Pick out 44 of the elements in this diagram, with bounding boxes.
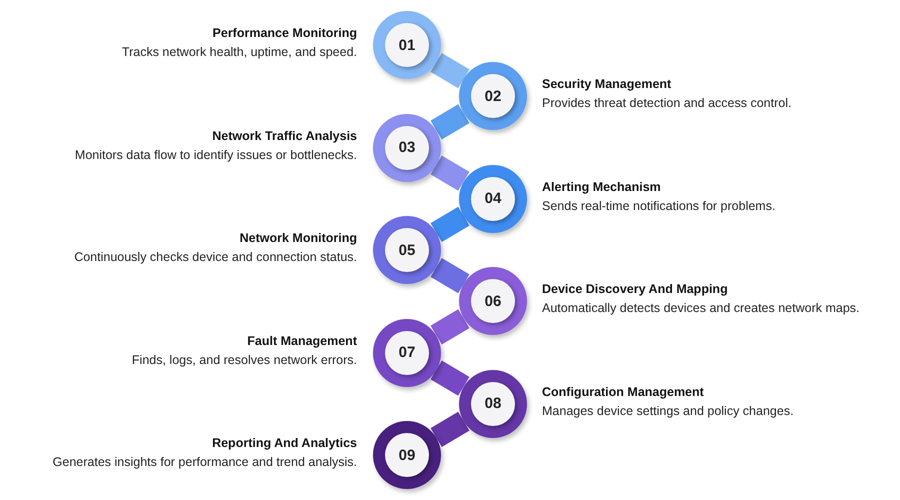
connector-band bbox=[430, 360, 470, 396]
step-title: Network Traffic Analysis bbox=[212, 128, 357, 142]
numbered-circle bbox=[373, 318, 441, 386]
step-description: Automatically detects devices and creates network maps. bbox=[542, 301, 860, 316]
connector-band bbox=[430, 206, 470, 242]
step-description: Continuously checks device and connection status. bbox=[74, 250, 357, 264]
step-description: Tracks network health, uptime, and speed. bbox=[122, 45, 357, 59]
numbered-circle bbox=[373, 421, 441, 489]
connector-band bbox=[430, 309, 470, 345]
step-description: Sends real-time notifications for problems. bbox=[542, 198, 776, 213]
step-title: Fault Management bbox=[247, 334, 357, 348]
numbered-circle bbox=[459, 164, 527, 233]
connector-band bbox=[430, 104, 470, 140]
step-description: Provides threat detection and access control. bbox=[542, 96, 792, 110]
connector-band bbox=[430, 258, 470, 294]
step-number: 06 bbox=[484, 292, 502, 310]
numbered-circle bbox=[373, 11, 441, 79]
step-number: 04 bbox=[484, 190, 502, 208]
step-number: 08 bbox=[484, 395, 502, 412]
connector-band bbox=[430, 412, 470, 448]
step-number: 01 bbox=[398, 36, 416, 54]
step-number: 03 bbox=[398, 139, 416, 156]
step-number: 05 bbox=[398, 242, 416, 258]
step-description: Monitors data flow to identify issues or bottlenecks. bbox=[74, 148, 357, 162]
step-description: Finds, logs, and resolves network errors. bbox=[132, 352, 357, 366]
numbered-circle bbox=[459, 370, 527, 438]
numbered-circle bbox=[459, 62, 527, 130]
step-description: Manages device settings and policy changes. bbox=[542, 404, 794, 418]
numbered-circle bbox=[459, 267, 527, 336]
numbered-circle bbox=[373, 114, 441, 182]
numbered-circle bbox=[373, 216, 441, 284]
connector-band bbox=[430, 52, 470, 88]
step-title: Alerting Mechanism bbox=[542, 180, 661, 194]
step-title: Performance Monitoring bbox=[212, 26, 357, 40]
step-number: 09 bbox=[398, 446, 416, 464]
step-title: Device Discovery And Mapping bbox=[542, 282, 728, 296]
step-title: Security Management bbox=[542, 77, 672, 92]
step-description: Generates insights for performance and trend analysis. bbox=[52, 455, 357, 469]
step-title: Network Monitoring bbox=[240, 231, 357, 245]
step-number: 07 bbox=[398, 344, 416, 361]
step-number: 02 bbox=[484, 88, 502, 105]
connector-band bbox=[430, 155, 470, 191]
step-title: Configuration Management bbox=[542, 384, 704, 399]
step-title: Reporting And Analytics bbox=[212, 436, 357, 450]
